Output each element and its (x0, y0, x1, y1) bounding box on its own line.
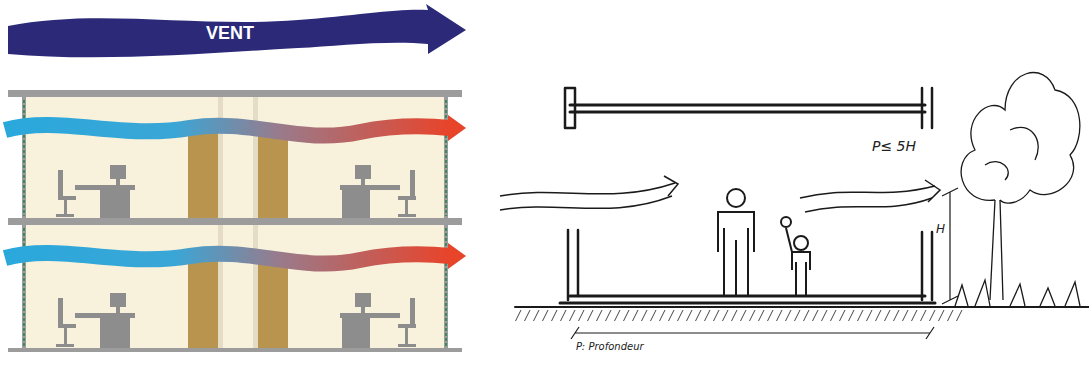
ground-hatching (515, 309, 965, 321)
ratio-note: P≤ 5H (872, 138, 916, 154)
dimension-lines (571, 188, 958, 339)
height-dimension: H (936, 222, 945, 236)
sketch-section (515, 88, 1089, 307)
wind-label: VENT (206, 23, 254, 44)
wind-arrow: VENT (8, 4, 468, 62)
depth-dimension: P: Profondeur (576, 341, 644, 352)
building-section (5, 90, 466, 352)
wind-arrows (500, 176, 940, 212)
tree (955, 73, 1080, 306)
office-furniture (56, 165, 416, 348)
people (718, 189, 810, 296)
